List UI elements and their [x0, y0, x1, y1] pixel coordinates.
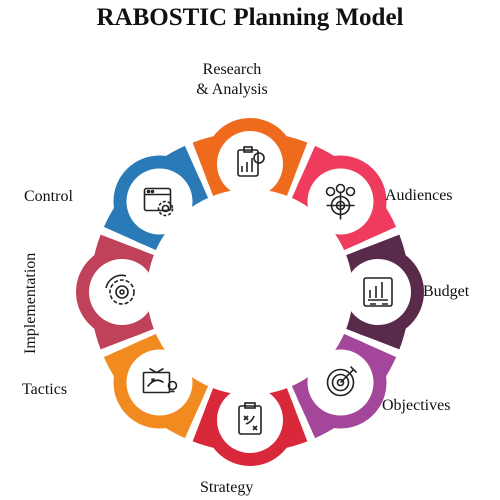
icon-disc-implementation	[89, 259, 155, 325]
icon-disc-control	[126, 168, 193, 235]
label-research: Research & Analysis	[172, 60, 292, 100]
gear-cycle-icon	[105, 274, 135, 305]
label-objectives: Objectives	[382, 397, 451, 414]
budget-chart-icon	[363, 277, 393, 307]
label-strategy: Strategy	[200, 479, 254, 496]
tactics-board-icon	[142, 367, 178, 394]
icon-disc-budget	[345, 259, 411, 325]
icon-disc-tactics	[126, 349, 193, 416]
label-tactics: Tactics	[22, 381, 68, 398]
label-budget: Budget	[423, 283, 470, 300]
label-implementation: Implementation	[22, 252, 39, 354]
clipboard-chart-icon	[237, 146, 265, 177]
strategy-board-icon	[238, 402, 262, 435]
label-research-line2: & Analysis	[196, 81, 268, 98]
diagram-title: RABOSTIC Planning Model	[96, 4, 404, 31]
target-audience-icon	[325, 183, 356, 220]
browser-settings-icon	[143, 187, 174, 217]
center-hole	[147, 189, 353, 395]
target-arrow-icon	[326, 365, 358, 397]
icon-disc-strategy	[217, 387, 283, 453]
label-audiences: Audiences	[385, 187, 453, 204]
icon-disc-research	[217, 131, 283, 197]
label-research-line1: Research	[202, 61, 262, 78]
label-control: Control	[24, 188, 73, 205]
